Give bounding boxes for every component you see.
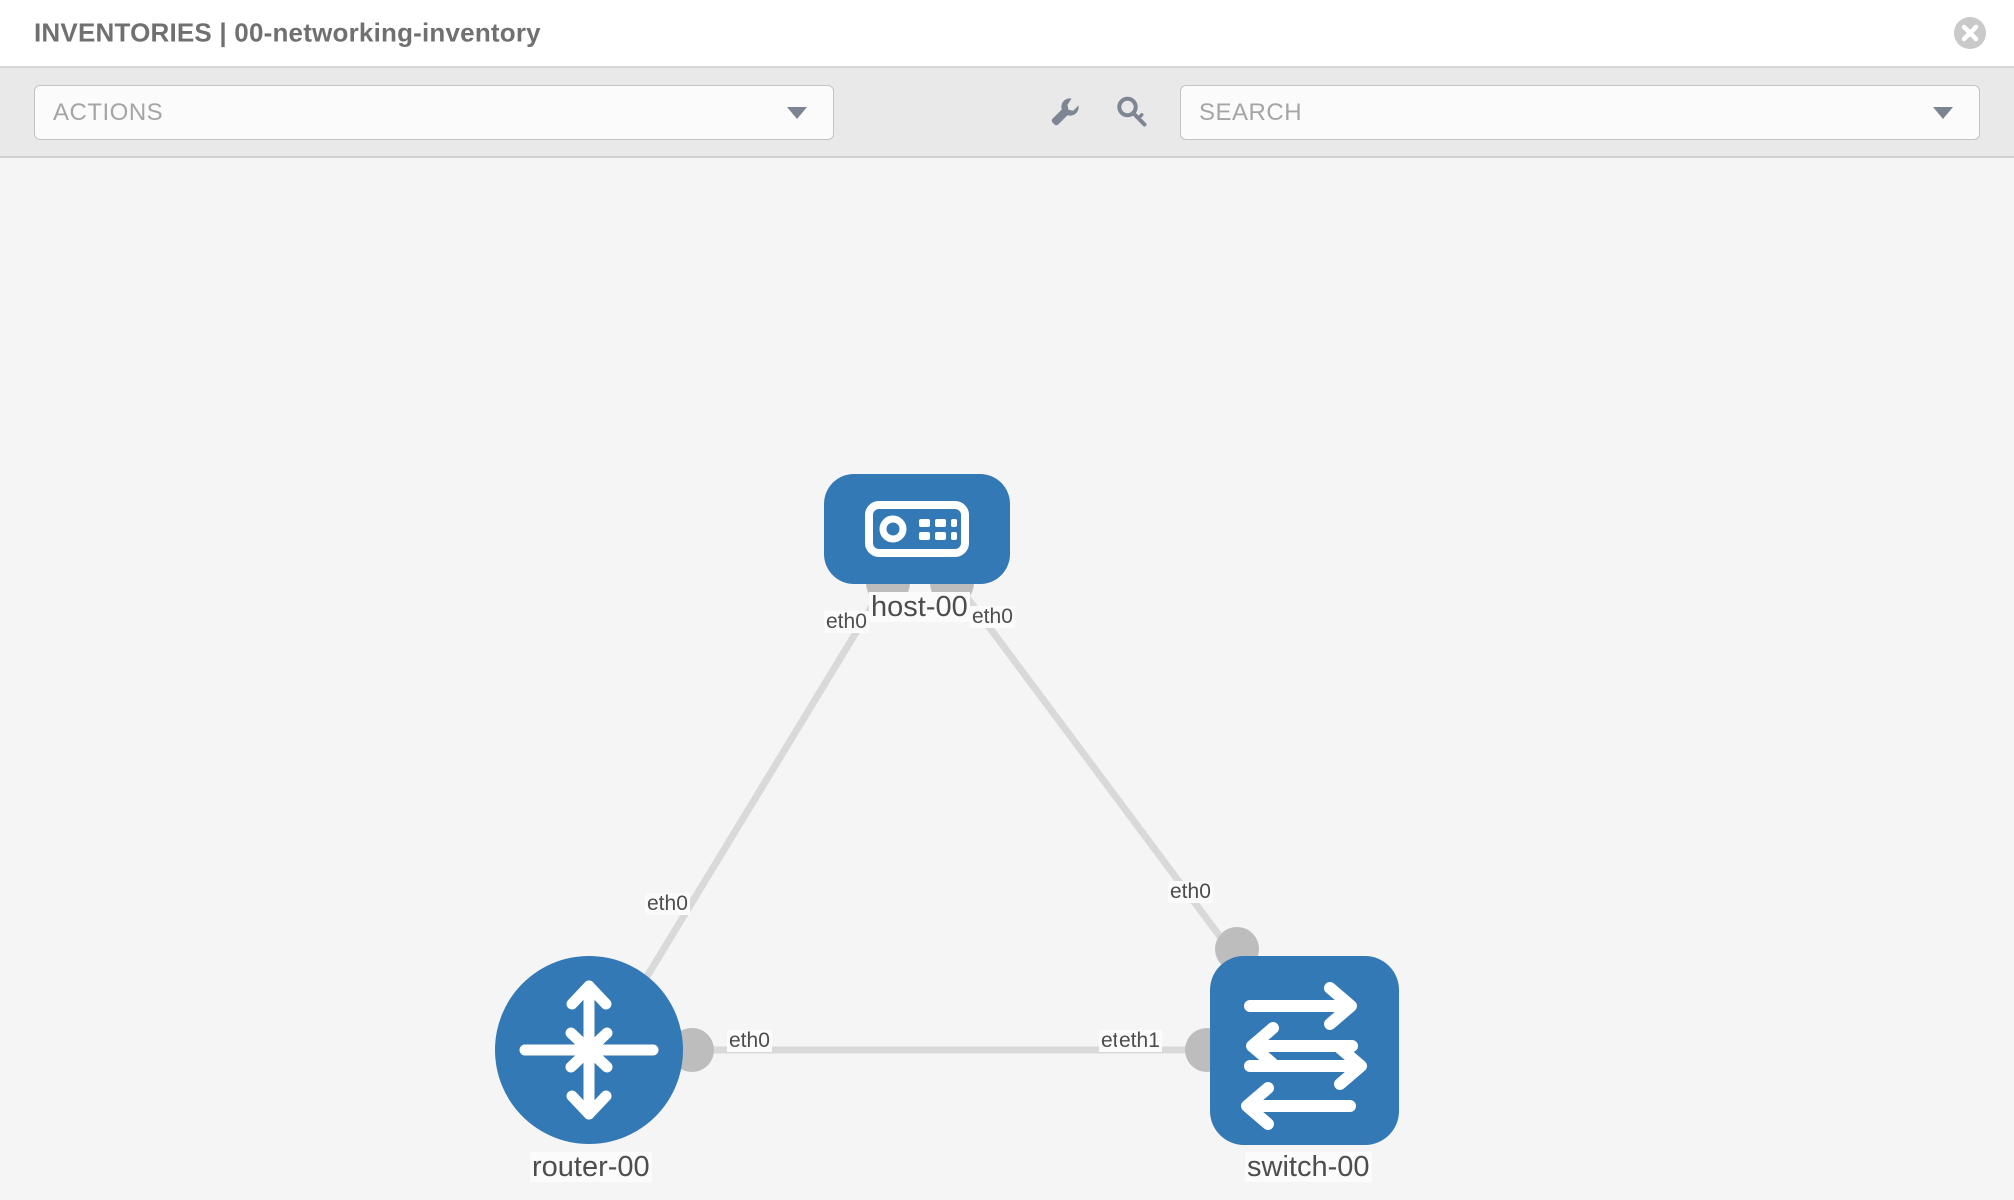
interface-label-switch-left: eth1 <box>1117 1029 1162 1053</box>
interface-label-router-up: eth0 <box>645 892 690 916</box>
connector-group <box>670 561 1259 1072</box>
search-input[interactable]: SEARCH <box>1180 85 1980 140</box>
interface-label-router-right: eth0 <box>727 1029 772 1053</box>
server-icon <box>865 501 969 557</box>
node-router-00 <box>495 956 683 1144</box>
node-host-00 <box>824 474 1010 584</box>
interface-label-host-right: eth0 <box>970 605 1015 629</box>
router-arrows-icon <box>519 980 659 1120</box>
topology-canvas[interactable]: eth0 eth0 host-00 eth0 eth0 eth0 eth0 et… <box>0 158 2014 1198</box>
node-switch-00 <box>1210 956 1399 1145</box>
link-group <box>637 585 1239 1054</box>
interface-label-host-left: eth0 <box>824 610 869 634</box>
chevron-down-icon[interactable] <box>1933 106 1953 119</box>
switch-arrows-icon <box>1241 982 1367 1130</box>
node-label-host-00: host-00 <box>869 591 970 623</box>
actions-dropdown-label: ACTIONS <box>53 98 164 126</box>
close-icon[interactable] <box>1953 16 1987 50</box>
actions-dropdown[interactable]: ACTIONS <box>34 85 834 140</box>
topology-graph <box>495 474 1399 1145</box>
page-title: INVENTORIES | 00-networking-inventory <box>34 17 541 48</box>
node-label-switch-00: switch-00 <box>1245 1151 1372 1183</box>
link-host-router <box>637 586 886 990</box>
search-placeholder: SEARCH <box>1199 98 1303 126</box>
toolbar: ACTIONS SEARCH <box>0 68 2014 158</box>
chevron-down-icon <box>787 106 807 119</box>
wrench-icon[interactable] <box>1047 94 1083 130</box>
node-label-router-00: router-00 <box>530 1151 652 1183</box>
key-icon[interactable] <box>1114 94 1150 130</box>
interface-label-switch-up: eth0 <box>1168 880 1213 904</box>
page-header: INVENTORIES | 00-networking-inventory <box>0 0 2014 68</box>
